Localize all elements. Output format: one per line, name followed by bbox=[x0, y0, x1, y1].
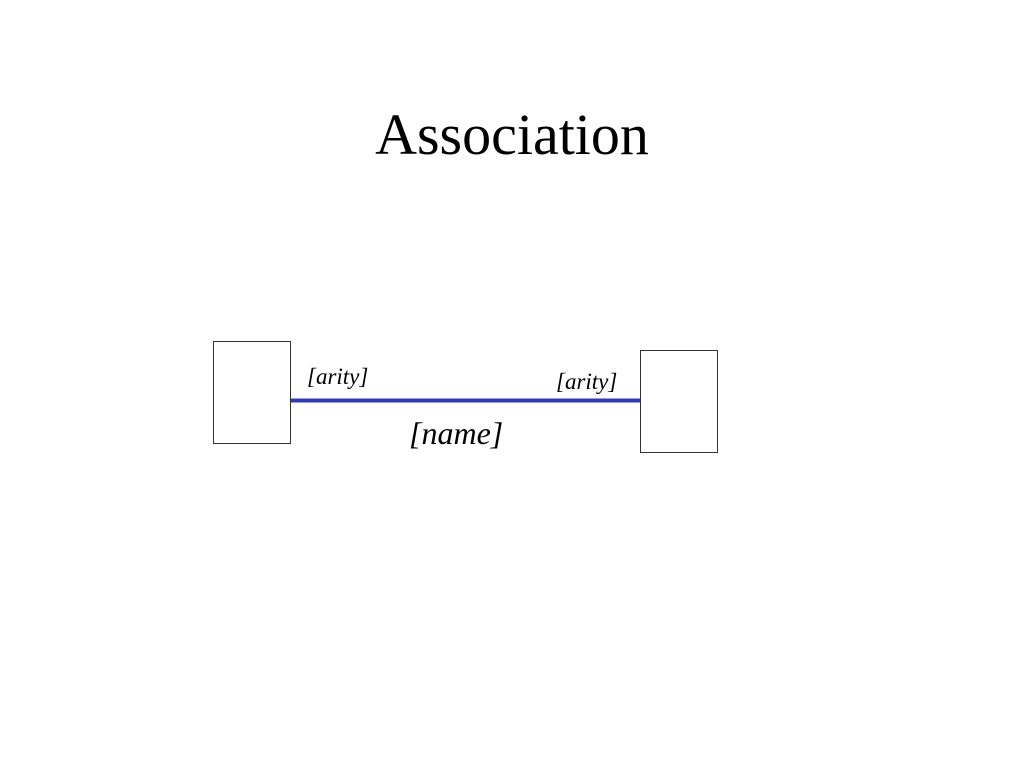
right-arity-label: [arity] bbox=[556, 369, 617, 394]
association-name-label: [name] bbox=[409, 415, 503, 451]
slide-title: Association bbox=[375, 102, 649, 167]
left-arity-label: [arity] bbox=[307, 364, 368, 389]
right-class-box bbox=[640, 350, 718, 453]
left-class-box bbox=[213, 341, 291, 444]
